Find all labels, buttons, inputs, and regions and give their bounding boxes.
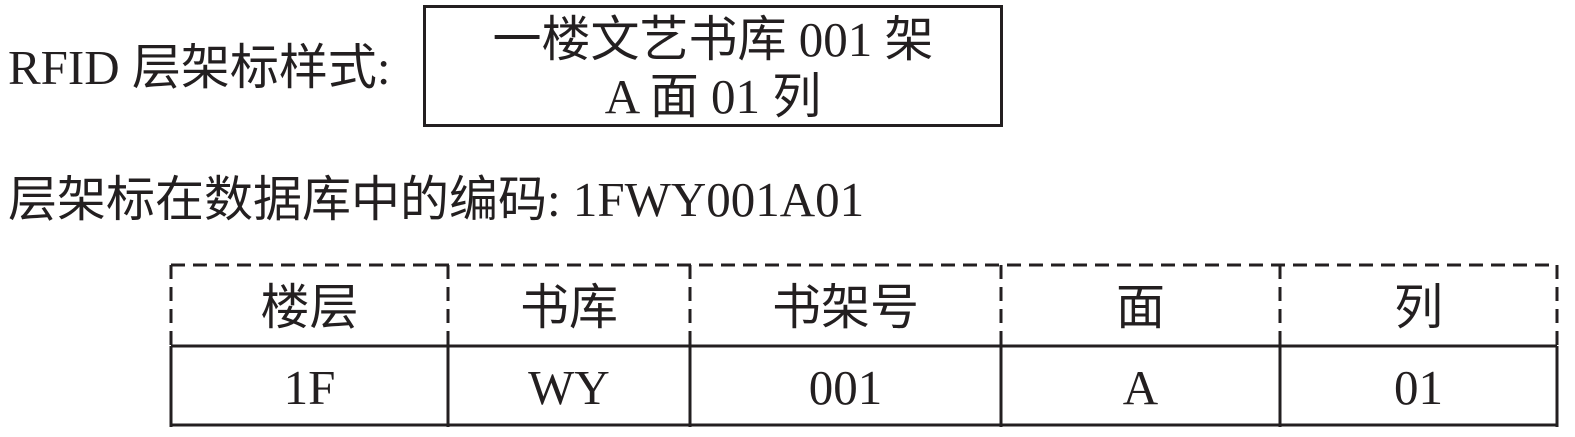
header-library: 书库 (519, 280, 618, 335)
code-breakdown-table: 楼层 书库 书架号 面 列 1F WY 001 A 01 (169, 263, 1559, 427)
header-column: 列 (1393, 280, 1443, 335)
header-shelf-number: 书架号 (771, 280, 919, 335)
value-side: A (1122, 360, 1159, 415)
header-floor: 楼层 (260, 280, 359, 335)
db-code-caption: 层架标在数据库中的编码: 1FWY001A01 (8, 172, 865, 227)
table-grid-lines (169, 263, 1559, 427)
value-column: 01 (1394, 360, 1443, 415)
header-side: 面 (1115, 280, 1165, 335)
rfid-label-caption: RFID 层架标样式: (8, 40, 391, 95)
value-floor: 1F (283, 360, 336, 415)
value-shelf-number: 001 (808, 360, 883, 415)
value-library: WY (528, 360, 610, 415)
rfid-shelf-tag: 一楼文艺书库 001 架 A 面 01 列 (423, 5, 1003, 127)
rfid-tag-line-2: A 面 01 列 (604, 69, 822, 124)
rfid-tag-line-1: 一楼文艺书库 001 架 (492, 12, 934, 67)
